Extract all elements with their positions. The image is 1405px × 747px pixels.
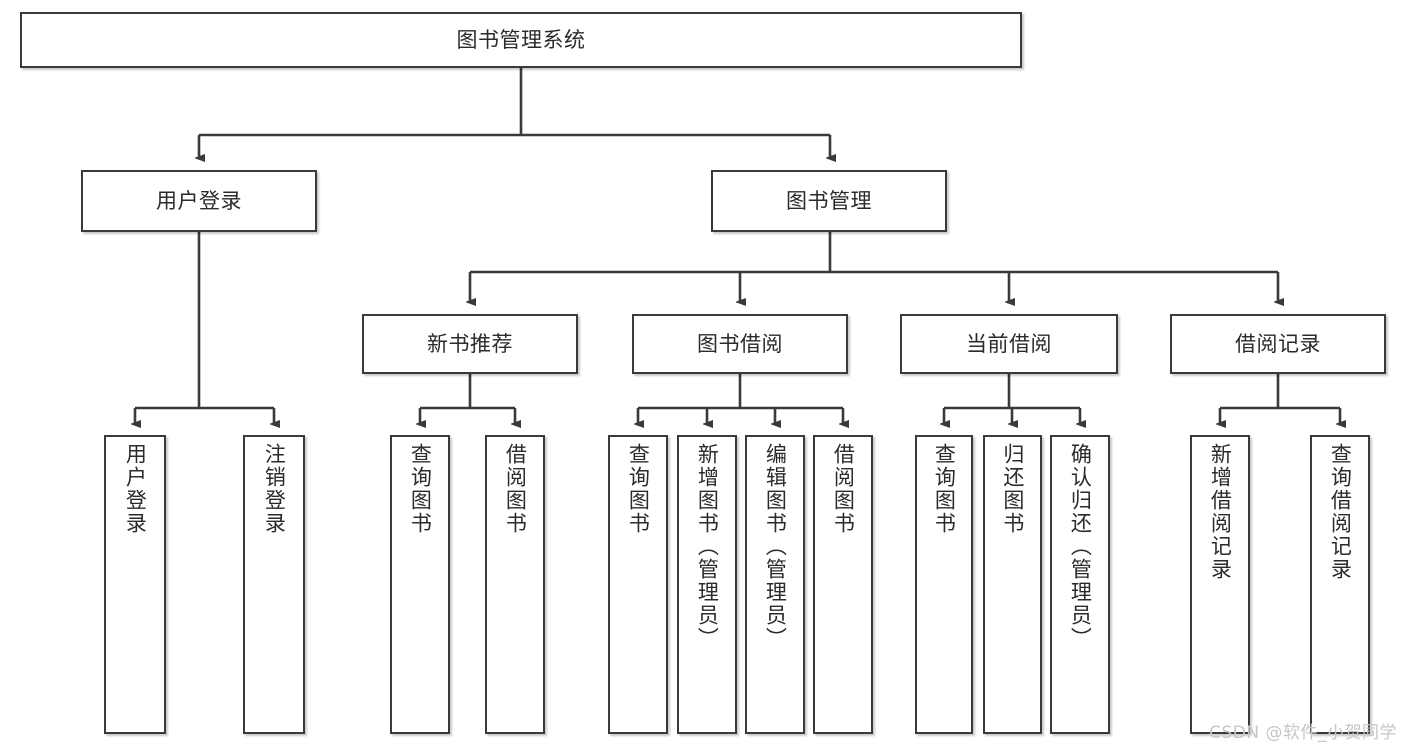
node-leaf-logout[interactable]: 注销登录 bbox=[243, 435, 305, 734]
node-leaf-label: 确认归还（管理员） bbox=[1068, 443, 1093, 650]
watermark: CSDN @软件_小贺同学 bbox=[1209, 723, 1397, 743]
node-leaf-borrow-books[interactable]: 借阅图书 bbox=[813, 435, 873, 734]
node-leaf-query-books-current[interactable]: 查询图书 bbox=[915, 435, 973, 734]
node-book-management[interactable]: 图书管理 bbox=[711, 170, 947, 232]
node-user-login[interactable]: 用户登录 bbox=[81, 170, 317, 232]
node-leaf-label: 借阅图书 bbox=[831, 443, 856, 535]
node-leaf-label: 借阅图书 bbox=[503, 443, 528, 535]
node-leaf-label: 注销登录 bbox=[262, 443, 287, 535]
node-borrowing-records-label: 借阅记录 bbox=[1235, 331, 1321, 356]
node-leaf-label: 用户登录 bbox=[123, 443, 148, 535]
node-leaf-label: 编辑图书（管理员） bbox=[763, 443, 788, 650]
node-leaf-user-login[interactable]: 用户登录 bbox=[104, 435, 166, 734]
node-leaf-label: 查询图书 bbox=[408, 443, 433, 535]
node-new-book-recommendation-label: 新书推荐 bbox=[427, 331, 513, 356]
node-leaf-label: 新增借阅记录 bbox=[1208, 443, 1233, 581]
node-borrowing-records[interactable]: 借阅记录 bbox=[1170, 314, 1386, 374]
node-leaf-borrow-books-recommend[interactable]: 借阅图书 bbox=[485, 435, 545, 734]
node-leaf-return-books[interactable]: 归还图书 bbox=[983, 435, 1042, 734]
node-leaf-confirm-return-admin[interactable]: 确认归还（管理员） bbox=[1050, 435, 1110, 734]
node-leaf-edit-book-admin[interactable]: 编辑图书（管理员） bbox=[745, 435, 805, 734]
node-new-book-recommendation[interactable]: 新书推荐 bbox=[362, 314, 578, 374]
node-leaf-label: 查询图书 bbox=[932, 443, 957, 535]
node-leaf-label: 查询图书 bbox=[626, 443, 651, 535]
node-leaf-label: 新增图书（管理员） bbox=[695, 443, 720, 650]
node-user-login-label: 用户登录 bbox=[156, 188, 242, 213]
node-leaf-query-borrow-record[interactable]: 查询借阅记录 bbox=[1310, 435, 1370, 734]
node-book-borrowing-label: 图书借阅 bbox=[697, 331, 783, 356]
node-leaf-label: 归还图书 bbox=[1000, 443, 1025, 535]
node-leaf-add-book-admin[interactable]: 新增图书（管理员） bbox=[677, 435, 737, 734]
node-book-borrowing[interactable]: 图书借阅 bbox=[632, 314, 848, 374]
node-root-label: 图书管理系统 bbox=[456, 27, 586, 52]
node-leaf-label: 查询借阅记录 bbox=[1328, 443, 1353, 581]
node-leaf-add-borrow-record[interactable]: 新增借阅记录 bbox=[1190, 435, 1250, 734]
node-book-management-label: 图书管理 bbox=[786, 188, 872, 213]
node-current-borrowing[interactable]: 当前借阅 bbox=[900, 314, 1118, 374]
node-leaf-query-books-borrowing[interactable]: 查询图书 bbox=[608, 435, 668, 734]
node-leaf-query-books-recommend[interactable]: 查询图书 bbox=[390, 435, 450, 734]
node-root[interactable]: 图书管理系统 bbox=[20, 12, 1022, 68]
node-current-borrowing-label: 当前借阅 bbox=[966, 331, 1052, 356]
